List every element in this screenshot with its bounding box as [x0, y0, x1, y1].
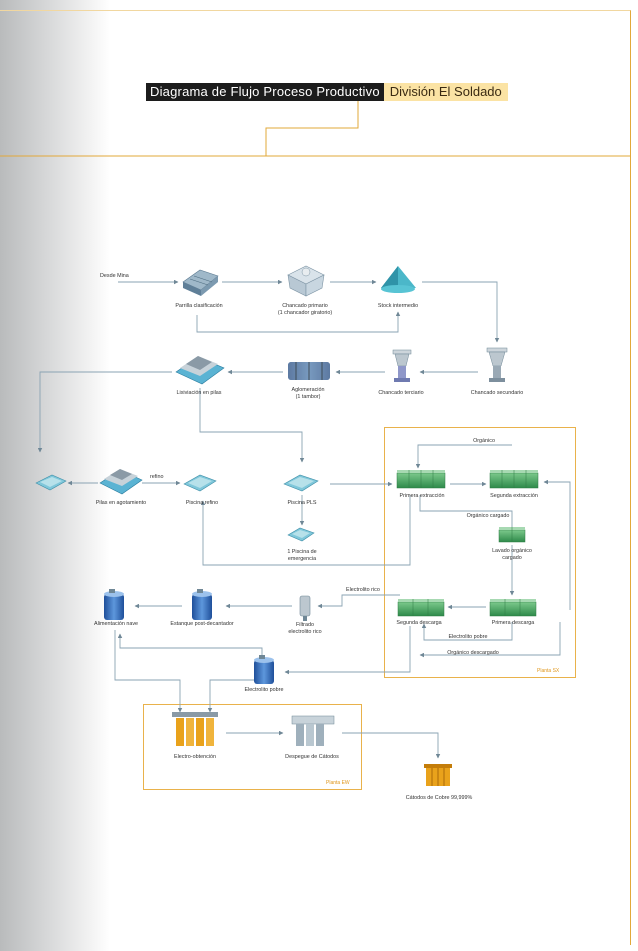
label-segunda-extraccion: Segunda extracción [490, 493, 538, 499]
label-alimentacion: Alimentación nave [93, 621, 139, 627]
primera-descarga-icon [489, 599, 537, 617]
label-electrolito-rico: Electrolito rico [346, 587, 380, 593]
label-planta-ew: Planta EW [326, 780, 350, 786]
flow-sx-pobre [284, 626, 411, 675]
flow-lixiviacion-pls [199, 388, 305, 463]
label-stock: Stock intermedio [377, 303, 419, 309]
label-organico-descargado: Orgánico descargado [447, 650, 499, 656]
label-electrolito-pobre: Electrolito pobre [244, 687, 284, 693]
aglomeracion-drum-icon [288, 362, 330, 380]
label-chancado-primario: Chancado primario (1 chancador giratorio… [265, 303, 345, 316]
title-connector [0, 101, 631, 157]
label-catodos: Cátodos de Cobre 99,999% [405, 795, 473, 801]
label-chancado-primario-1: Chancado primario [282, 303, 328, 309]
piscina-pls-icon [283, 474, 319, 492]
label-desde-mina: Desde Mina [100, 273, 129, 279]
label-aglomeracion: Aglomeración (1 tambor) [280, 387, 336, 400]
lixiviacion-pilas-icon [175, 356, 225, 385]
piscina-emergencia-icon [287, 527, 315, 542]
label-filtrado: Filtrado electrolito rico [276, 622, 334, 635]
label-piscina-refino: Piscina refino [185, 500, 219, 506]
label-estanque: Estanque post-decantador [170, 621, 234, 627]
label-parrilla: Parrilla clasificación [175, 303, 223, 309]
label-chancado-secundario: Chancado secundario [470, 390, 524, 396]
title-main: Diagrama de Flujo Proceso Productivo [146, 83, 384, 101]
label-chancado-terciario: Chancado terciario [378, 390, 424, 396]
label-electro-obtencion: Electro-obtención [174, 754, 216, 760]
piscina-refino-icon [183, 474, 217, 492]
label-piscina-emergencia: 1 Piscina de emergencia [276, 549, 328, 562]
flow-electrolito-rico [317, 594, 400, 609]
label-refino: refino [150, 474, 164, 480]
planta-ew-frame [143, 704, 362, 790]
flow-stock-secundario [422, 281, 500, 343]
catodos-cobre-icon [424, 764, 452, 786]
page-border [0, 10, 631, 945]
label-aglomeracion-1: Aglomeración [291, 387, 325, 393]
label-primera-extraccion: Primera extracción [399, 493, 445, 499]
label-despegue: Despegue de Cátodos [285, 754, 339, 760]
label-lixiviacion: Lixiviación en pilas [176, 390, 222, 396]
piscinas-12-icon [35, 474, 67, 491]
flow-organico-descargado [419, 622, 561, 658]
label-lavado-organico: Lavado orgánico cargado [484, 548, 540, 561]
filtrado-icon [299, 595, 311, 621]
label-organico-cargado: Orgánico cargado [466, 513, 510, 519]
label-pilas-agotamiento: Pilas en agotamiento [95, 500, 147, 506]
flow-organico-cargado [419, 495, 515, 536]
planta-sx-frame [384, 427, 576, 678]
label-filtrado-2: electrolito rico [288, 628, 322, 635]
flow-pobre-ew [207, 679, 258, 713]
label-filtrado-1: Filtrado [296, 622, 314, 628]
label-aglomeracion-2: (1 tambor) [295, 393, 321, 400]
stock-pile-icon [381, 266, 416, 293]
label-electrolito-pobre-sx: Electrolito pobre [448, 634, 488, 640]
chancador-primario-icon [287, 265, 325, 297]
flow-organico-loop [415, 444, 512, 469]
label-piscina-emergencia-2: emergencia [287, 555, 317, 562]
despegue-catodos-icon [291, 715, 335, 746]
label-lavado-2: cargado [502, 554, 522, 561]
segunda-extraccion-icon [489, 470, 539, 489]
lavado-organico-icon [498, 527, 526, 543]
label-planta-sx: Planta SX [537, 668, 560, 674]
label-chancado-primario-2: (1 chancador giratorio) [277, 309, 333, 316]
estanque-icon [192, 589, 212, 620]
primera-extraccion-icon [396, 470, 446, 489]
parrilla-icon [182, 269, 219, 296]
diagram-title: Diagrama de Flujo Proceso Productivo Div… [146, 83, 508, 101]
chancador-secundario-icon [486, 347, 508, 382]
segunda-descarga-icon [397, 599, 445, 617]
flow-despegue-catodos [342, 732, 441, 759]
flow-pobre-alimentacion [117, 633, 263, 660]
electro-obtencion-icon [172, 712, 218, 746]
label-piscina-pls: Piscina PLS [287, 500, 317, 506]
flow-lixiviacion-agotamiento [37, 371, 172, 453]
flow-alimentacion-ew [114, 630, 183, 713]
chancador-terciario-icon [392, 349, 412, 382]
binding-shadow [0, 0, 110, 951]
flow-bypass-stock [196, 311, 401, 333]
title-division: División El Soldado [383, 83, 508, 101]
label-lavado-1: Lavado orgánico [492, 548, 532, 554]
flow-electrolito-pobre-sx [421, 622, 513, 641]
label-primera-descarga: Primera descarga [491, 620, 535, 626]
flow-sx-return [543, 479, 571, 610]
label-segunda-descarga: Segunda descarga [396, 620, 442, 626]
label-organico: Orgánico [473, 438, 495, 444]
flow-refino-return [200, 495, 411, 566]
electrolito-pobre-icon [254, 655, 274, 684]
label-piscina-emergencia-1: 1 Piscina de [287, 549, 317, 555]
alimentacion-nave-icon [104, 589, 124, 620]
pilas-agotamiento-icon [99, 469, 143, 495]
